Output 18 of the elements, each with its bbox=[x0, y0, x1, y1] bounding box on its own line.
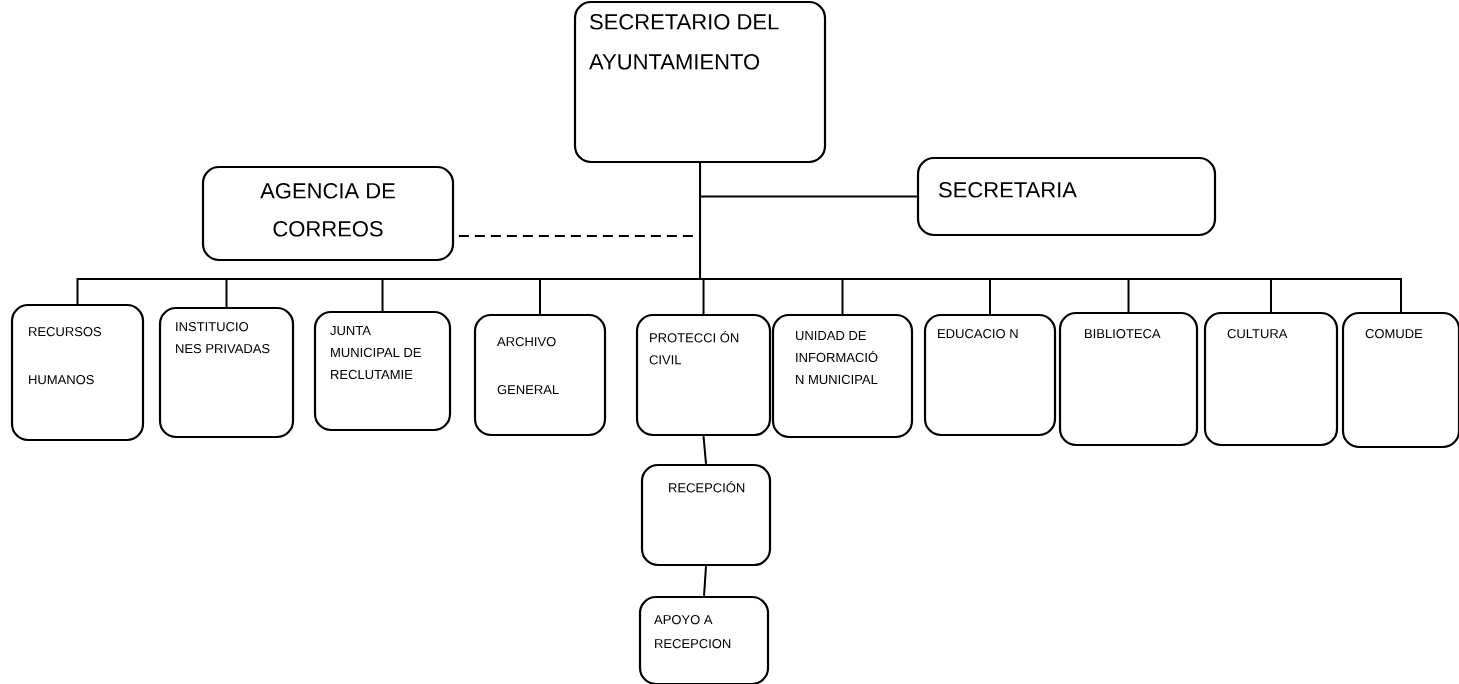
box: UNIDAD DE INFORMACIÓ N MUNICIPAL bbox=[771, 313, 914, 439]
box: COMUDE bbox=[1341, 311, 1459, 449]
box: PROTECCI ÓN CIVIL bbox=[635, 313, 772, 437]
connector bbox=[703, 565, 707, 597]
box: JUNTA MUNICIPAL DE RECLUTAMIE bbox=[313, 310, 452, 432]
box: RECEPCIÓN bbox=[640, 463, 772, 567]
box: APOYO A RECEPCION bbox=[638, 595, 770, 684]
box: INSTITUCIO NES PRIVADAS bbox=[158, 306, 295, 439]
box: BIBLIOTECA bbox=[1058, 311, 1199, 447]
box: EDUCACIO N bbox=[923, 313, 1057, 437]
box: AGENCIA DE CORREOS bbox=[201, 165, 455, 262]
connector bbox=[699, 162, 1402, 313]
box: ARCHIVO GENERAL bbox=[473, 313, 607, 437]
box: CULTURA bbox=[1203, 311, 1339, 447]
box: SECRETARIO DEL AYUNTAMIENTO bbox=[573, 0, 827, 164]
box: RECURSOS HUMANOS bbox=[10, 303, 145, 442]
box: SECRETARIA bbox=[916, 156, 1217, 237]
connector bbox=[702, 435, 707, 465]
